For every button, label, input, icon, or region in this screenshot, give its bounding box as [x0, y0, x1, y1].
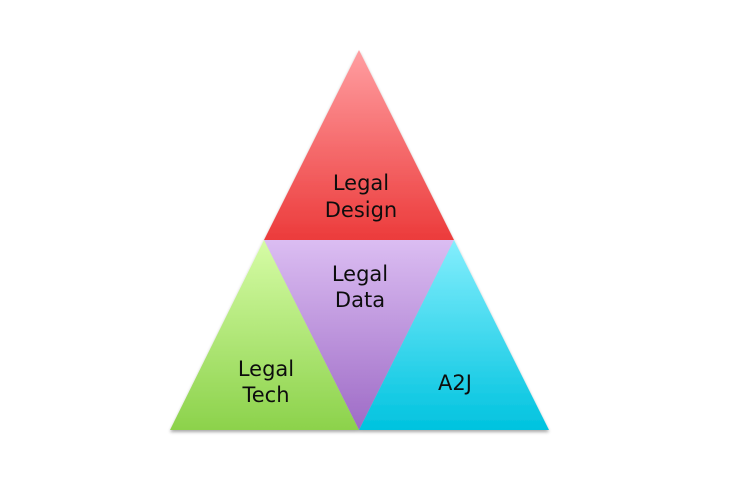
- triangle-center-shape: [264, 240, 454, 430]
- segment-label-line: Data: [335, 288, 385, 312]
- segment-label-line: Tech: [241, 383, 289, 407]
- segment-label-line: A2J: [438, 371, 472, 395]
- segment-legal-tech: Legal Tech: [170, 240, 359, 430]
- segment-label-line: Legal: [333, 171, 389, 195]
- segment-legal-design: Legal Design: [264, 50, 454, 240]
- segment-label-line: Design: [325, 198, 398, 222]
- triangle-right-shape: [359, 240, 549, 430]
- triangle-left-shape: [170, 240, 359, 430]
- triangle-top-shape: [264, 50, 454, 240]
- segment-label-line: Legal: [332, 262, 388, 286]
- segment-a2j: A2J: [359, 240, 549, 430]
- segment-legal-data: Legal Data: [264, 240, 454, 430]
- segment-label-line: Legal: [238, 357, 294, 381]
